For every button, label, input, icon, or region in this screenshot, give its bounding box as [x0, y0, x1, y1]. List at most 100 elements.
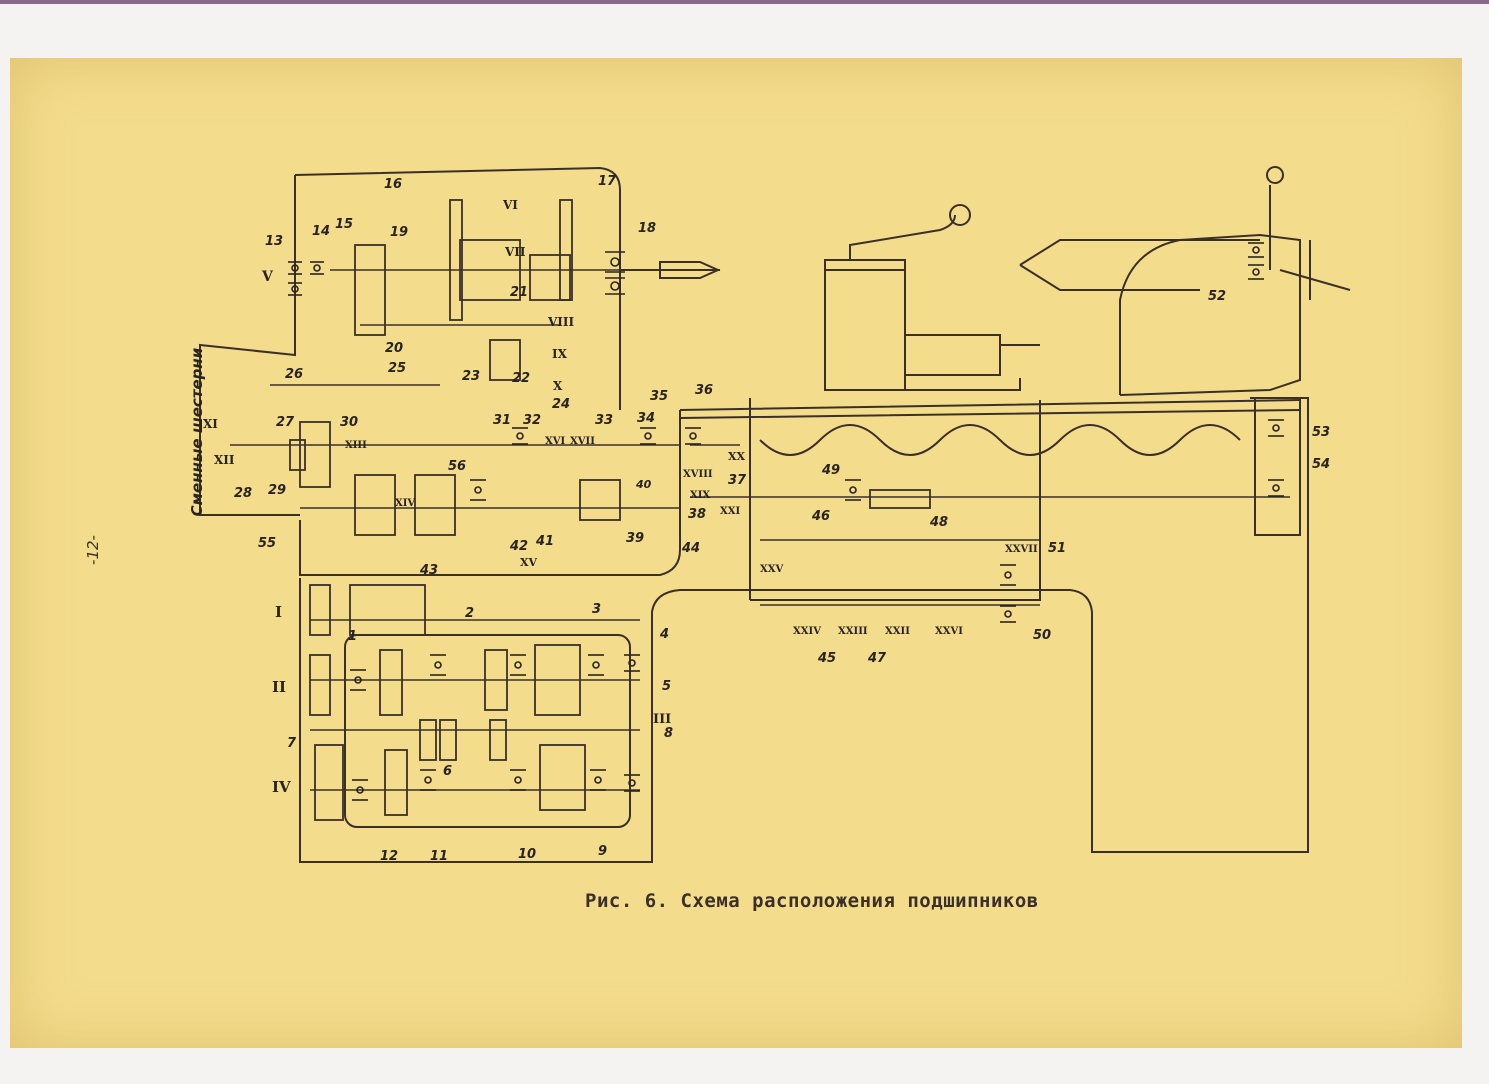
- bearing-label-21: 21: [510, 285, 528, 300]
- bearing-symbols: [288, 242, 1284, 801]
- bearing-label-27: 27: [276, 415, 295, 430]
- change-gears-label: Сменные шестерни: [188, 347, 206, 517]
- handle-knob: [949, 204, 971, 226]
- bearing-symbol: [685, 427, 701, 445]
- bearing-symbol: [350, 669, 366, 691]
- bearing-label-42: 42: [509, 539, 528, 554]
- bearing-label-56: 56: [448, 459, 466, 474]
- bearing-label-13: 13: [265, 234, 283, 249]
- bearing-label-35: 35: [650, 389, 668, 404]
- bearing-label-50: 50: [1033, 628, 1051, 643]
- bearing-symbol: [845, 479, 861, 501]
- top-border: [0, 0, 1489, 4]
- bearing-label-47: 47: [867, 651, 887, 666]
- bearing-label-33: 33: [595, 413, 613, 428]
- toolpost: [824, 269, 906, 391]
- bearing-symbol: [640, 427, 656, 445]
- shaft-label-XII: XII: [214, 453, 235, 467]
- feed-box-outline: [299, 410, 681, 576]
- bearing-label-53: 53: [1312, 425, 1330, 440]
- bearing-label-28: 28: [234, 486, 252, 501]
- bearing-label-10: 10: [518, 847, 536, 862]
- shaft-label-XIX: XIX: [690, 490, 710, 501]
- bearing-label-49: 49: [821, 463, 840, 478]
- bearing-symbol: [1248, 264, 1264, 280]
- bearing-label-6: 6: [443, 764, 452, 779]
- bearing-label-24: 24: [552, 397, 570, 412]
- bearing-label-51: 51: [1048, 541, 1066, 556]
- bearing-label-52: 52: [1208, 289, 1226, 304]
- bearing-label-20: 20: [385, 341, 403, 356]
- shaft-label-XV: XV: [520, 556, 538, 569]
- shaft-label-XVI: XVI: [545, 436, 566, 447]
- gearbox-inner: [344, 634, 631, 828]
- tailstock-body: [1119, 233, 1301, 396]
- bearing-label-38: 38: [688, 507, 706, 522]
- shaft-label-X: X: [553, 379, 563, 393]
- bearing-symbol: [1268, 479, 1284, 497]
- bearing-label-34: 34: [637, 411, 655, 426]
- bearing-symbol: [512, 427, 528, 445]
- bearing-symbol: [288, 261, 302, 275]
- tailstock-bracket: [1254, 397, 1301, 536]
- bearing-label-9: 9: [598, 844, 607, 859]
- shaft-label-III: III: [653, 712, 671, 727]
- bearing-symbol: [352, 779, 368, 801]
- bearing-symbol: [624, 774, 640, 792]
- paper-sheet: [10, 58, 1462, 1048]
- quill: [1019, 239, 1260, 291]
- caption-text: Схема расположения подшипников: [680, 890, 1039, 912]
- bearing-label-55: 55: [258, 536, 276, 551]
- bearing-label-46: 46: [811, 509, 830, 524]
- bearing-symbol: [624, 654, 640, 672]
- bearing-label-11: 11: [430, 849, 448, 864]
- shaft-label-VII: VII: [504, 245, 526, 259]
- shaft-label-VIII: VIII: [547, 315, 575, 329]
- machine-outline: [199, 166, 1351, 863]
- bearing-label-14: 14: [312, 224, 330, 239]
- bearing-label-54: 54: [1312, 457, 1330, 472]
- bearing-number-labels: 1 2 3 4 5 6 7 8 9 10 11 12 13 14 15 16 1…: [234, 174, 1330, 864]
- shaft-label-XI: XI: [203, 417, 218, 431]
- caption-prefix: Рис. 6.: [585, 890, 669, 912]
- bearing-label-12: 12: [380, 849, 398, 864]
- tailstock-knob: [1266, 166, 1284, 184]
- shaft-label-IV: IV: [272, 778, 291, 796]
- bearing-symbol: [510, 769, 526, 791]
- bearing-label-25: 25: [388, 361, 406, 376]
- cross-slide: [905, 334, 1001, 376]
- shaft-label-XXIII: XXIII: [838, 626, 868, 637]
- page-number: -12-: [84, 535, 102, 565]
- shaft-label-II: II: [272, 678, 286, 696]
- bearing-label-4: 4: [659, 627, 669, 642]
- bearing-symbol: [1248, 242, 1264, 258]
- shaft-label-VI: VI: [502, 198, 518, 212]
- bearing-label-29: 29: [268, 483, 286, 498]
- shaft-numeral-labels: I II III IV V VI VII VIII IX X XI XII XI…: [203, 198, 1038, 796]
- shaft-label-XVII: XVII: [570, 436, 595, 447]
- bearing-label-45: 45: [817, 651, 836, 666]
- toolpost-handle: [824, 214, 956, 270]
- bearing-symbol: [590, 769, 606, 791]
- bearing-label-8: 8: [664, 726, 673, 741]
- shaft-label-XXIV: XXIV: [793, 626, 821, 637]
- bearing-symbol: [310, 261, 324, 275]
- bearing-symbol: [588, 654, 604, 676]
- shaft-label-I: I: [275, 603, 282, 621]
- bearing-label-17: 17: [598, 174, 617, 189]
- shaft-label-XIII: XIII: [345, 440, 367, 451]
- bearing-label-15: 15: [335, 217, 353, 232]
- bearing-label-22: 22: [512, 371, 530, 386]
- shaft-label-IX: IX: [552, 347, 568, 361]
- bearing-label-36: 36: [695, 383, 713, 398]
- bearing-label-37: 37: [728, 473, 747, 488]
- bearing-symbol: [1000, 564, 1016, 586]
- figure-caption: Рис. 6. Схема расположения подшипников: [585, 890, 1105, 920]
- base-outline: [299, 397, 1309, 863]
- shaft-label-XXII: XXII: [885, 626, 910, 637]
- shaft-label-XVIII: XVIII: [683, 469, 713, 480]
- bearing-symbol: [510, 654, 526, 676]
- bearing-symbol: [470, 479, 486, 501]
- bearing-label-43: 43: [419, 563, 438, 578]
